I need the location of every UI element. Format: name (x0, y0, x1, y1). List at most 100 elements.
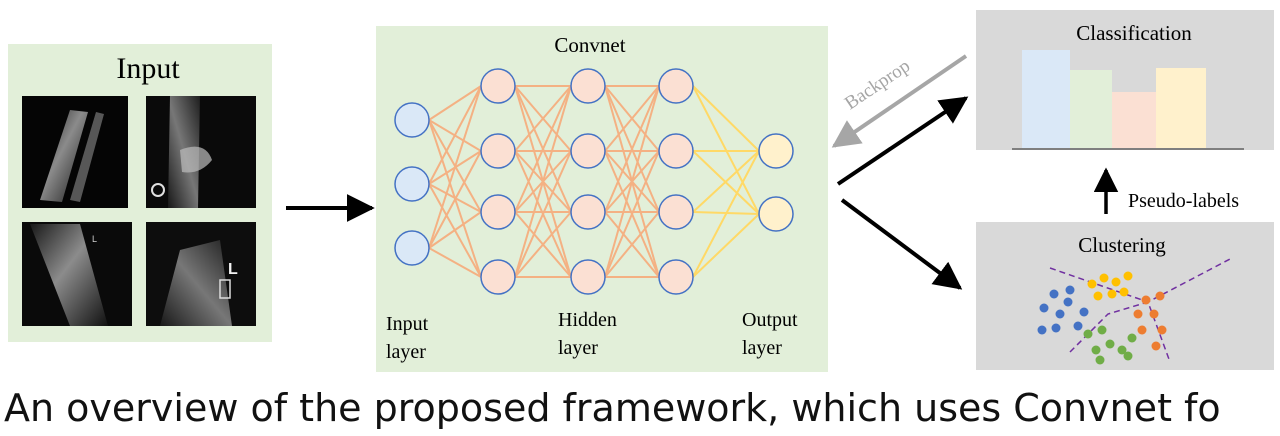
input-layer-label: Input layer (386, 313, 433, 363)
cluster-point (1095, 355, 1105, 365)
cluster-point (1073, 321, 1083, 331)
network-edge (514, 150, 572, 278)
cluster-point (1097, 325, 1107, 335)
hidden-node (480, 194, 516, 230)
cluster-point (1157, 325, 1167, 335)
network-edge (604, 85, 660, 213)
network-edge (604, 85, 660, 278)
flow-arrow (840, 198, 963, 290)
xray-marker: L (92, 234, 97, 244)
class-bar (1156, 68, 1206, 149)
convnet-title: Convnet (554, 33, 625, 57)
cluster-points (1037, 271, 1167, 365)
cluster-divider (1069, 301, 1171, 363)
network-edge (428, 247, 482, 278)
clustering-title: Clustering (1078, 233, 1166, 257)
output-node (758, 196, 794, 232)
cluster-point (1133, 309, 1143, 319)
class-bar (1022, 50, 1070, 149)
network-edge (514, 85, 572, 213)
cluster-point (1123, 271, 1133, 281)
cluster-point (1051, 323, 1061, 333)
xray-marker: L (228, 261, 238, 278)
network-edge (514, 211, 572, 278)
input-title: Input (116, 52, 180, 85)
cluster-point (1127, 333, 1137, 343)
clustering-panel: Clustering (976, 222, 1274, 370)
cluster-point (1079, 307, 1089, 317)
hidden-node (570, 133, 606, 169)
network-edge (514, 85, 572, 278)
cluster-point (1155, 291, 1165, 301)
cluster-point (1049, 289, 1059, 299)
cluster-point (1063, 297, 1073, 307)
class-bar (1112, 92, 1156, 149)
cluster-point (1091, 345, 1101, 355)
flow-arrow (836, 96, 969, 186)
cluster-point (1107, 289, 1117, 299)
cluster-point (1149, 309, 1159, 319)
xray-image: L (146, 222, 256, 326)
class-bar (1070, 70, 1112, 149)
hidden-layer-label: Hidden layer (558, 309, 622, 359)
network-edge (604, 85, 660, 152)
figure-caption: An overview of the proposed framework, w… (4, 386, 1221, 430)
xray-image (22, 96, 128, 208)
cluster-point (1151, 341, 1161, 351)
cluster-point (1055, 309, 1065, 319)
cluster-point (1111, 277, 1121, 287)
input-node (394, 230, 430, 266)
network-edge (428, 85, 482, 121)
network-edge (604, 211, 660, 278)
cluster-point (1117, 345, 1127, 355)
network-edge (428, 150, 482, 249)
network-edge (604, 150, 660, 278)
network-edge (692, 150, 760, 213)
input-node (394, 166, 430, 202)
cluster-point (1137, 325, 1147, 335)
cluster-point (1065, 285, 1075, 295)
output-node (758, 133, 794, 169)
network-edge (514, 85, 572, 152)
hidden-node (658, 68, 694, 104)
xray-image: L (22, 222, 132, 326)
cluster-point (1087, 279, 1097, 289)
backprop-label: Backprop (841, 55, 914, 114)
network-edge (692, 150, 760, 278)
classification-bars (1022, 50, 1206, 149)
hidden-node (658, 194, 694, 230)
hidden-node (658, 133, 694, 169)
convnet-panel: Convnet Input layer Hidden layer Output … (376, 26, 828, 372)
cluster-point (1039, 303, 1049, 313)
network-edge (428, 211, 482, 249)
output-layer-label: Output layer (742, 309, 803, 359)
network-edge (692, 85, 760, 152)
classification-panel: Classification (976, 10, 1274, 150)
hidden-node (480, 133, 516, 169)
network-nodes (394, 68, 794, 295)
xray-image (146, 96, 256, 208)
cluster-point (1105, 339, 1115, 349)
hidden-node (480, 259, 516, 295)
hidden-node (570, 68, 606, 104)
cluster-point (1119, 287, 1129, 297)
hidden-node (570, 194, 606, 230)
cluster-point (1123, 351, 1133, 361)
hidden-node (658, 259, 694, 295)
cluster-point (1093, 291, 1103, 301)
classification-title: Classification (1076, 21, 1192, 45)
framework-diagram: Input L L Convnet (8, 10, 1274, 372)
network-edges (428, 85, 760, 278)
pseudo-labels-label: Pseudo-labels (1128, 190, 1239, 212)
hidden-node (570, 259, 606, 295)
cluster-point (1083, 329, 1093, 339)
network-edge (428, 85, 482, 249)
cluster-point (1141, 295, 1151, 305)
cluster-point (1099, 273, 1109, 283)
input-panel: Input L L (8, 44, 272, 342)
network-edge (428, 85, 482, 185)
backprop-arrow (831, 54, 968, 148)
network-edge (692, 213, 760, 278)
hidden-node (480, 68, 516, 104)
cluster-point (1037, 325, 1047, 335)
